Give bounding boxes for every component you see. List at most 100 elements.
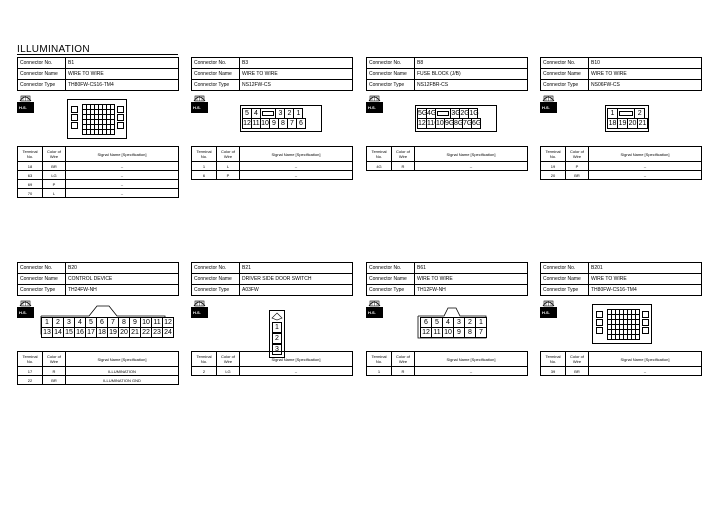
terminal-no: 63	[17, 170, 43, 180]
connector-no-value: B201	[588, 262, 702, 274]
terminal-no: 18	[17, 161, 43, 171]
connector-cavity	[117, 114, 124, 121]
hs-label: H.S.	[19, 310, 27, 315]
connector-type-value: A03FW	[239, 284, 353, 296]
connector-no-label: Connector No.	[366, 262, 415, 274]
signal-name: –	[65, 161, 179, 171]
signal-name-header: Signal Name [Specification]	[588, 146, 702, 162]
hs-label: H.S.	[19, 105, 27, 110]
hs-icon: H.S.	[540, 298, 557, 318]
signal-name: ILLUMINATION GND	[65, 375, 179, 385]
wire-color: LG	[42, 170, 66, 180]
connector-no-value: B21	[239, 262, 353, 274]
connector-cavity	[642, 311, 649, 318]
signal-name-header: Signal Name [Specification]	[588, 351, 702, 367]
connector-name-label: Connector Name	[540, 68, 589, 80]
connector-type-label: Connector Type	[366, 284, 415, 296]
color-of-wire-header: Color of Wire	[565, 351, 589, 367]
terminal-no-header: Terminal No.	[366, 146, 392, 162]
wire-color: P	[216, 170, 240, 180]
connector-cavity: 7	[475, 327, 487, 338]
terminal-no-header: Terminal No.	[191, 146, 217, 162]
signal-name: –	[239, 366, 353, 376]
signal-name: –	[414, 366, 528, 376]
connector-cavity	[596, 327, 603, 334]
connector-no-value: B8	[414, 57, 528, 69]
connector-no-label: Connector No.	[17, 57, 66, 69]
connector-cavity	[71, 114, 78, 121]
connector-no-label: Connector No.	[17, 262, 66, 274]
connector-housing	[415, 105, 497, 132]
hs-icon: H.S.	[191, 93, 208, 113]
connector-name-value: DRIVER SIDE DOOR SWITCH	[239, 273, 353, 285]
connector-cavity	[596, 311, 603, 318]
hs-icon: H.S.	[366, 298, 383, 318]
connector-name-value: WIRE TO WIRE	[588, 273, 702, 285]
hs-icon: H.S.	[366, 93, 383, 113]
terminal-no: 19	[540, 161, 566, 171]
wire-color: L	[216, 161, 240, 171]
signal-name: –	[414, 161, 528, 171]
connector-name-value: WIRE TO WIRE	[239, 68, 353, 80]
connector-no-value: B10	[588, 57, 702, 69]
connector-cavity: 1	[272, 322, 282, 333]
connector-no-label: Connector No.	[540, 57, 589, 69]
connector-name-value: CONTROL DEVICE	[65, 273, 179, 285]
signal-name: –	[65, 179, 179, 189]
hs-label: H.S.	[542, 105, 550, 110]
connector-no-label: Connector No.	[191, 262, 240, 274]
connector-type-value: TH24FW-NH	[65, 284, 179, 296]
color-of-wire-header: Color of Wire	[42, 146, 66, 162]
hs-icon: H.S.	[540, 93, 557, 113]
connector-type-label: Connector Type	[540, 284, 589, 296]
wire-color: R	[391, 366, 415, 376]
terminal-no: 69	[17, 179, 43, 189]
connector-name-label: Connector Name	[366, 68, 415, 80]
signal-name: –	[239, 161, 353, 171]
connector-cavity	[596, 319, 603, 326]
color-of-wire-header: Color of Wire	[391, 146, 415, 162]
terminal-no: 4G	[366, 161, 392, 171]
wire-color: BR	[565, 170, 589, 180]
wire-color: BR	[42, 375, 66, 385]
connector-name-label: Connector Name	[540, 273, 589, 285]
connector-diagram: H.S.	[540, 296, 702, 351]
wire-color: BR	[42, 161, 66, 171]
multi-pin-connector-face	[67, 99, 127, 139]
wire-color: P	[42, 179, 66, 189]
connector-type-value: TH80FW-CS16-TM4	[588, 284, 702, 296]
connector-type-value: NS12FW-CS	[239, 79, 353, 91]
signal-name: –	[65, 170, 179, 180]
connector-no-value: B3	[239, 57, 353, 69]
connector-housing	[416, 304, 488, 340]
connector-name-label: Connector Name	[17, 273, 66, 285]
